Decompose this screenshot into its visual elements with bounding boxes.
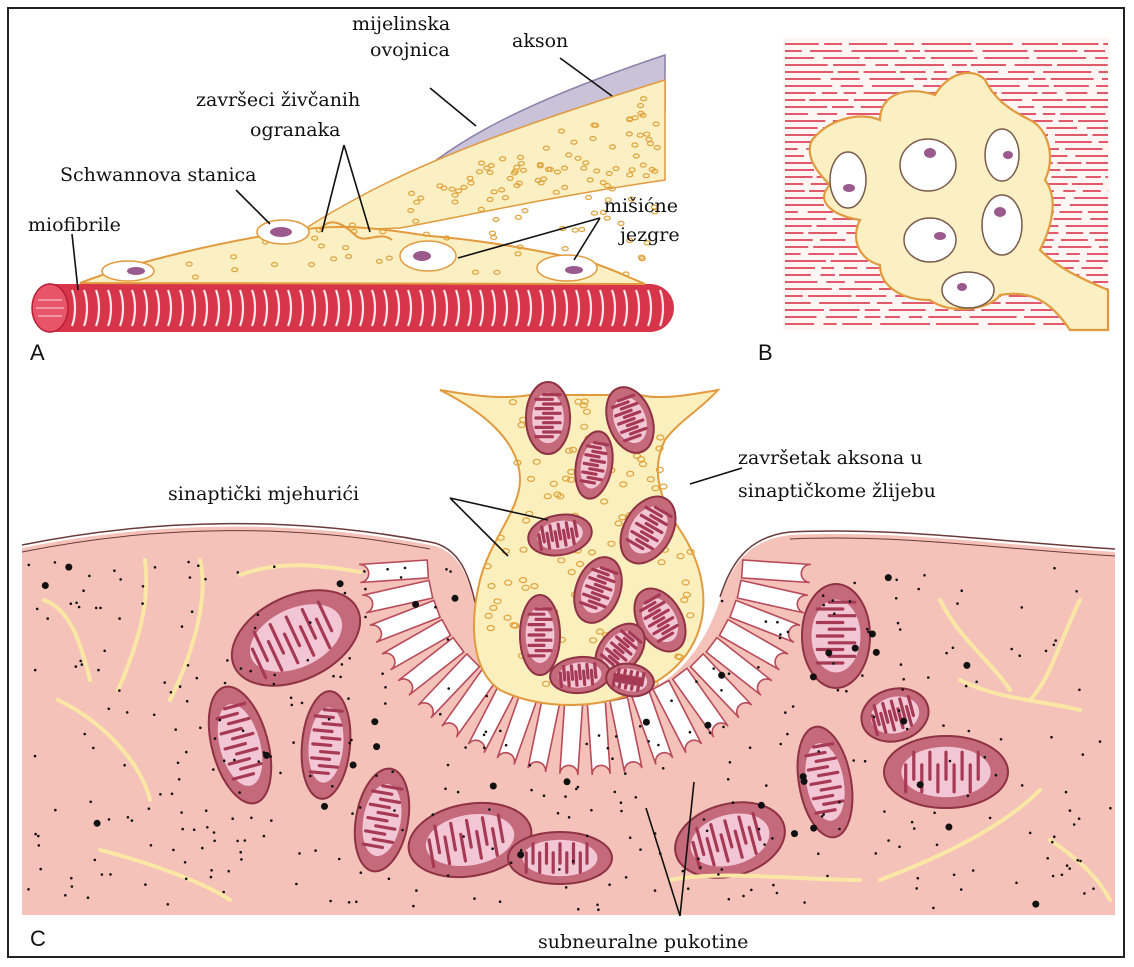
nucleus-left	[102, 261, 154, 281]
muscle-fiber	[32, 284, 674, 332]
panel-label-c: C	[30, 926, 46, 951]
label-ovojnica: ovojnica	[370, 39, 450, 61]
label-ogranaka: ogranaka	[250, 119, 340, 141]
panel-b: B	[758, 38, 1110, 365]
panel-a: mijelinska ovojnica akson završeci živča…	[28, 13, 680, 365]
label-miofibrile: miofibrile	[28, 214, 121, 236]
muscle-nucleus-2	[537, 255, 597, 281]
panel-label-a: A	[30, 340, 45, 365]
label-zavrsetak-1: završetak aksona u	[738, 447, 923, 469]
label-zavrsetak-2: sinaptičkome žlijebu	[738, 480, 936, 502]
label-zavrseci: završeci živčanih	[196, 89, 360, 111]
label-schwann: Schwannova stanica	[60, 164, 257, 186]
muscle-nucleus-1	[400, 241, 456, 271]
label-sinapticki: sinaptički mjehurići	[168, 483, 359, 505]
label-subneuralne: subneuralne pukotine	[538, 931, 748, 953]
schwann-cell-nucleus	[257, 220, 309, 244]
panel-c: sinaptički mjehurići završetak aksona u …	[22, 381, 1115, 953]
label-akson: akson	[512, 30, 568, 52]
label-jezgre: jezgre	[618, 224, 680, 246]
panel-label-b: B	[758, 340, 773, 365]
label-misicne: mišićne	[604, 195, 678, 217]
label-mijelinska: mijelinska	[352, 13, 450, 35]
